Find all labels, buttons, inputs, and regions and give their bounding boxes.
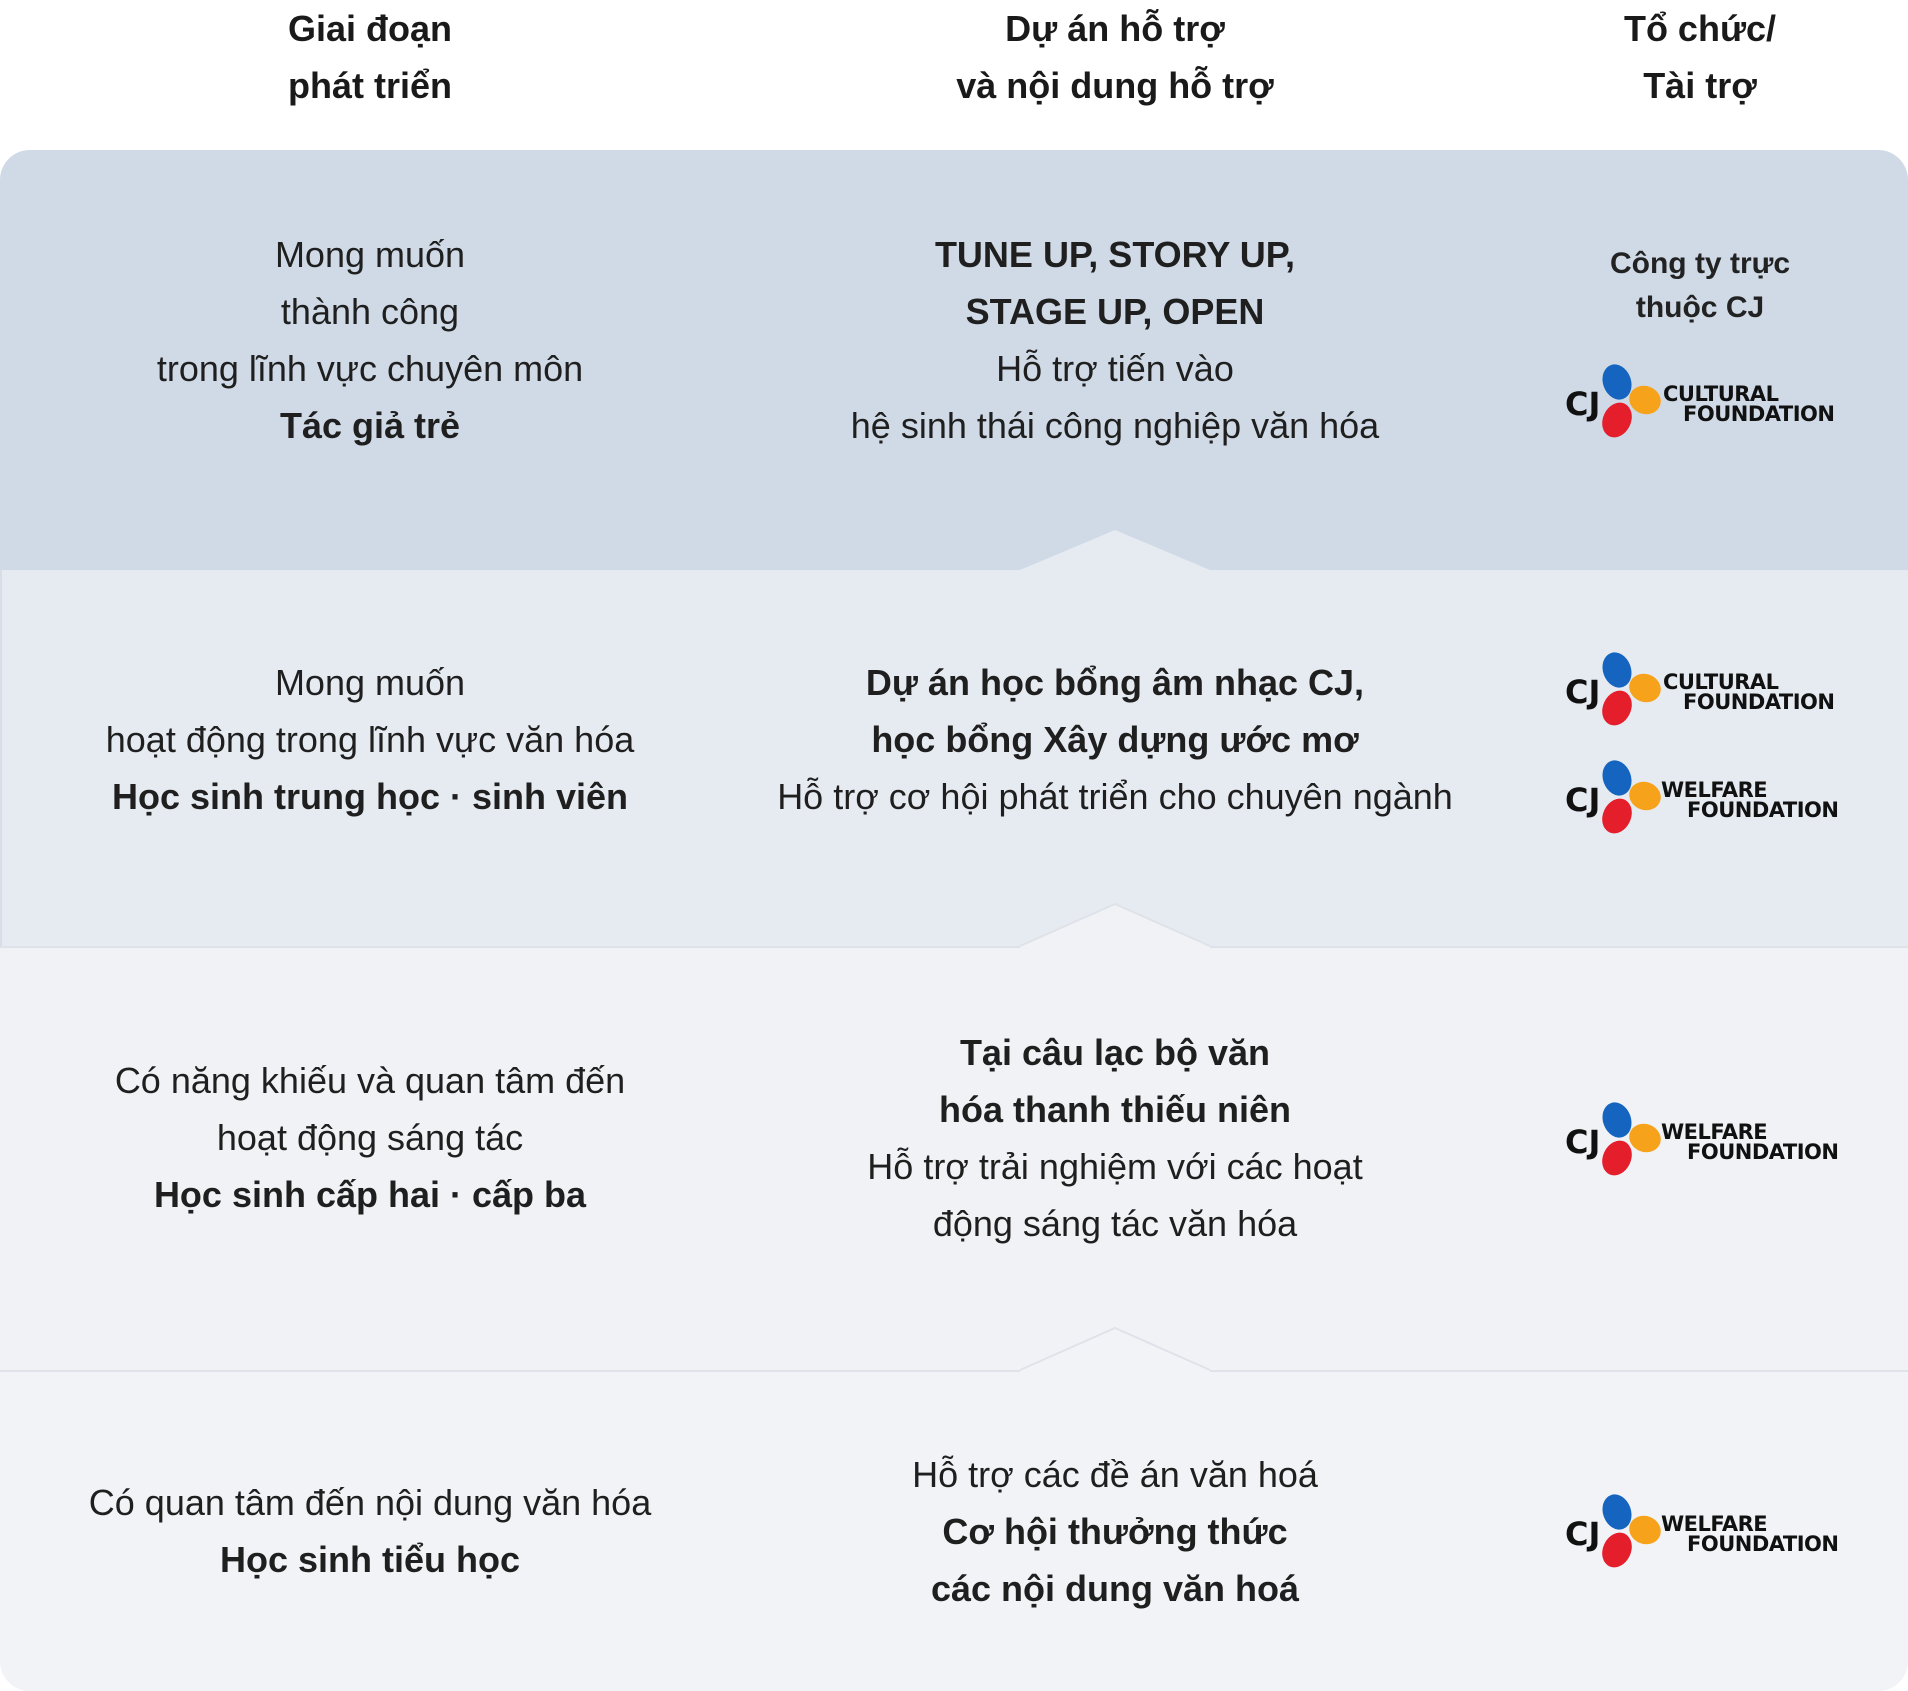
org-note-line: Công ty trực (1609, 247, 1791, 280)
svg-text:CJ: CJ (1565, 673, 1600, 711)
stage-description: Có quan tâm đến nội dung văn hóa Học sin… (40, 1474, 700, 1588)
project-line: Hỗ trợ các đề án văn hoá (912, 1454, 1318, 1495)
org-note-line: thuộc CJ (1635, 291, 1765, 324)
cj-petals-icon: CJ (1565, 652, 1661, 726)
header-org-line: Tổ chức/ (1623, 8, 1777, 49)
stage-title: Học sinh tiểu học (219, 1539, 521, 1580)
cj-petals-icon: CJ (1565, 1102, 1661, 1176)
cj-cultural-foundation-logo: CJ CULTURAL FOUNDATION (1565, 646, 1835, 730)
stage-line: hoạt động sáng tác (216, 1117, 524, 1158)
stage-description: Mong muốn hoạt động trong lĩnh vực văn h… (40, 654, 700, 825)
project-line: Hỗ trợ tiến vào (996, 348, 1234, 389)
svg-text:CJ: CJ (1565, 385, 1600, 423)
organization-cell: Công ty trực thuộc CJ CJ CULTURAL FOUNDA… (1540, 242, 1860, 442)
stage-row: Mong muốn hoạt động trong lĩnh vực văn h… (0, 570, 1908, 946)
project-description: Dự án học bổng âm nhạc CJ, học bổng Xây … (720, 654, 1510, 825)
organization-cell: CJ CULTURAL FOUNDATION CJ WELFARE FOUNDA… (1540, 646, 1860, 838)
band-university (0, 570, 1908, 946)
header-stage-line: Giai đoạn (287, 8, 453, 49)
header-org-line: Tài trợ (1643, 65, 1757, 106)
project-line: Hỗ trợ cơ hội phát triển cho chuyên ngàn… (777, 776, 1453, 817)
stage-line: trong lĩnh vực chuyên môn (156, 348, 584, 389)
project-title: học bổng Xây dựng ước mơ (871, 719, 1359, 760)
chevron-up-icon (1019, 1326, 1211, 1372)
cj-cultural-foundation-logo: CJ CULTURAL FOUNDATION (1565, 358, 1835, 442)
chevron-up-icon (1020, 530, 1210, 571)
logo-line2: FOUNDATION (1687, 1532, 1839, 1556)
project-title: các nội dung văn hoá (930, 1568, 1300, 1609)
project-title: Tại câu lạc bộ văn (959, 1032, 1271, 1073)
stage-line: Mong muốn (274, 234, 466, 275)
stage-row: Có năng khiếu và quan tâm đến hoạt động … (0, 946, 1908, 1370)
stage-row: Mong muốn thành công trong lĩnh vực chuy… (0, 150, 1908, 570)
header-stage: Giai đoạn phát triển (170, 0, 570, 114)
cj-petals-icon: CJ (1565, 760, 1661, 834)
project-title: Cơ hội thưởng thức (942, 1511, 1288, 1552)
logo-line1: WELFARE (1661, 1120, 1768, 1144)
project-title: STAGE UP, OPEN (965, 291, 1265, 332)
table-header: Giai đoạn phát triển Dự án hỗ trợ và nội… (0, 0, 1908, 150)
logo-line1: CULTURAL (1663, 382, 1779, 406)
stage-description: Có năng khiếu và quan tâm đến hoạt động … (40, 1052, 700, 1223)
project-title: Dự án học bổng âm nhạc CJ, (865, 662, 1365, 703)
logo-line2: FOUNDATION (1683, 690, 1835, 714)
project-line: hệ sinh thái công nghiệp văn hóa (850, 405, 1380, 446)
svg-text:CJ: CJ (1565, 781, 1600, 819)
stage-line: Mong muốn (274, 662, 466, 703)
project-line: Hỗ trợ trải nghiệm với các hoạt (867, 1146, 1363, 1187)
stage-title: Tác giả trẻ (279, 405, 461, 446)
cj-petals-icon: CJ (1565, 1494, 1661, 1568)
project-title: TUNE UP, STORY UP, (934, 234, 1296, 275)
stage-title: Học sinh trung học · sinh viên (111, 776, 629, 817)
cj-welfare-foundation-logo: CJ WELFARE FOUNDATION (1565, 1488, 1839, 1572)
band-young-artists (0, 150, 1908, 570)
stages-panel (0, 150, 1908, 1691)
header-organization: Tổ chức/ Tài trợ (1550, 0, 1850, 114)
svg-text:CJ: CJ (1565, 1123, 1600, 1161)
stage-row: Có quan tâm đến nội dung văn hóa Học sin… (0, 1370, 1908, 1691)
logo-line2: FOUNDATION (1687, 798, 1839, 822)
logo-line2: FOUNDATION (1683, 402, 1835, 426)
band-secondary (0, 946, 1908, 1370)
cj-welfare-foundation-logo: CJ WELFARE FOUNDATION (1565, 754, 1839, 838)
project-description: Tại câu lạc bộ văn hóa thanh thiếu niên … (720, 1024, 1510, 1252)
stage-line: Có năng khiếu và quan tâm đến (114, 1060, 626, 1101)
logo-line2: FOUNDATION (1687, 1140, 1839, 1164)
band-elementary (0, 1370, 1908, 1691)
chevron-up-icon (1019, 902, 1211, 948)
stage-line: Có quan tâm đến nội dung văn hóa (88, 1482, 652, 1523)
organization-cell: CJ WELFARE FOUNDATION (1540, 1488, 1860, 1572)
stage-description: Mong muốn thành công trong lĩnh vực chuy… (40, 226, 700, 454)
cj-welfare-foundation-logo: CJ WELFARE FOUNDATION (1565, 1096, 1839, 1180)
header-stage-line: phát triển (287, 65, 452, 106)
organization-cell: CJ WELFARE FOUNDATION (1540, 1096, 1860, 1180)
logo-line1: WELFARE (1661, 1512, 1768, 1536)
project-line: động sáng tác văn hóa (932, 1203, 1298, 1244)
header-project: Dự án hỗ trợ và nội dung hỗ trợ (815, 0, 1415, 114)
stage-line: hoạt động trong lĩnh vực văn hóa (105, 719, 635, 760)
project-title: hóa thanh thiếu niên (939, 1089, 1291, 1130)
svg-text:CJ: CJ (1565, 1515, 1600, 1553)
logo-line1: CULTURAL (1663, 670, 1779, 694)
cj-petals-icon: CJ (1565, 364, 1661, 438)
header-project-line: và nội dung hỗ trợ (956, 65, 1274, 106)
logo-line1: WELFARE (1661, 778, 1768, 802)
project-description: TUNE UP, STORY UP, STAGE UP, OPEN Hỗ trợ… (720, 226, 1510, 454)
project-description: Hỗ trợ các đề án văn hoá Cơ hội thưởng t… (720, 1446, 1510, 1617)
stage-line: thành công (280, 291, 460, 332)
header-project-line: Dự án hỗ trợ (1005, 8, 1225, 49)
stage-title: Học sinh cấp hai · cấp ba (153, 1174, 587, 1215)
